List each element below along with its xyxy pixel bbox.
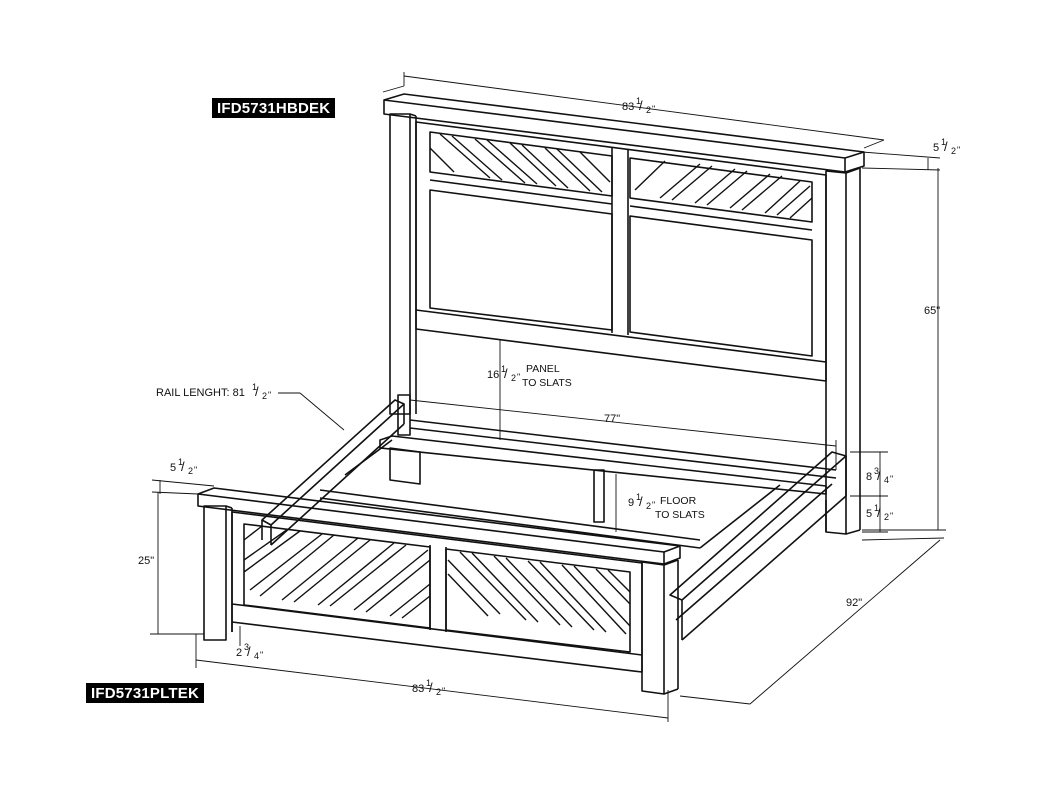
floor-to-slats-text-2: TO SLATS — [655, 509, 705, 521]
bed-rails — [261, 394, 847, 641]
headboard-drawing — [383, 93, 865, 535]
floor-to-slats-text-1: FLOOR — [660, 495, 697, 507]
dimension-lines — [150, 72, 946, 722]
footboard-model-tag: IFD5731PLTEK — [86, 683, 204, 703]
hb-height-label: 65" — [924, 305, 941, 317]
headboard-slats — [429, 133, 813, 219]
panel-to-slats-text-2: TO SLATS — [522, 377, 572, 389]
bed-length-label: 92" — [846, 597, 863, 609]
rail-length-text: RAIL LENGHT: 81 — [156, 387, 245, 399]
fb-height-label: 25" — [138, 555, 155, 567]
footboard-drawing — [197, 487, 681, 695]
footboard-slats — [243, 525, 631, 635]
headboard-model-tag: IFD5731HBDEK — [212, 98, 336, 118]
inner-width-label: 77" — [604, 413, 621, 425]
panel-to-slats-text-1: PANEL — [526, 363, 560, 375]
